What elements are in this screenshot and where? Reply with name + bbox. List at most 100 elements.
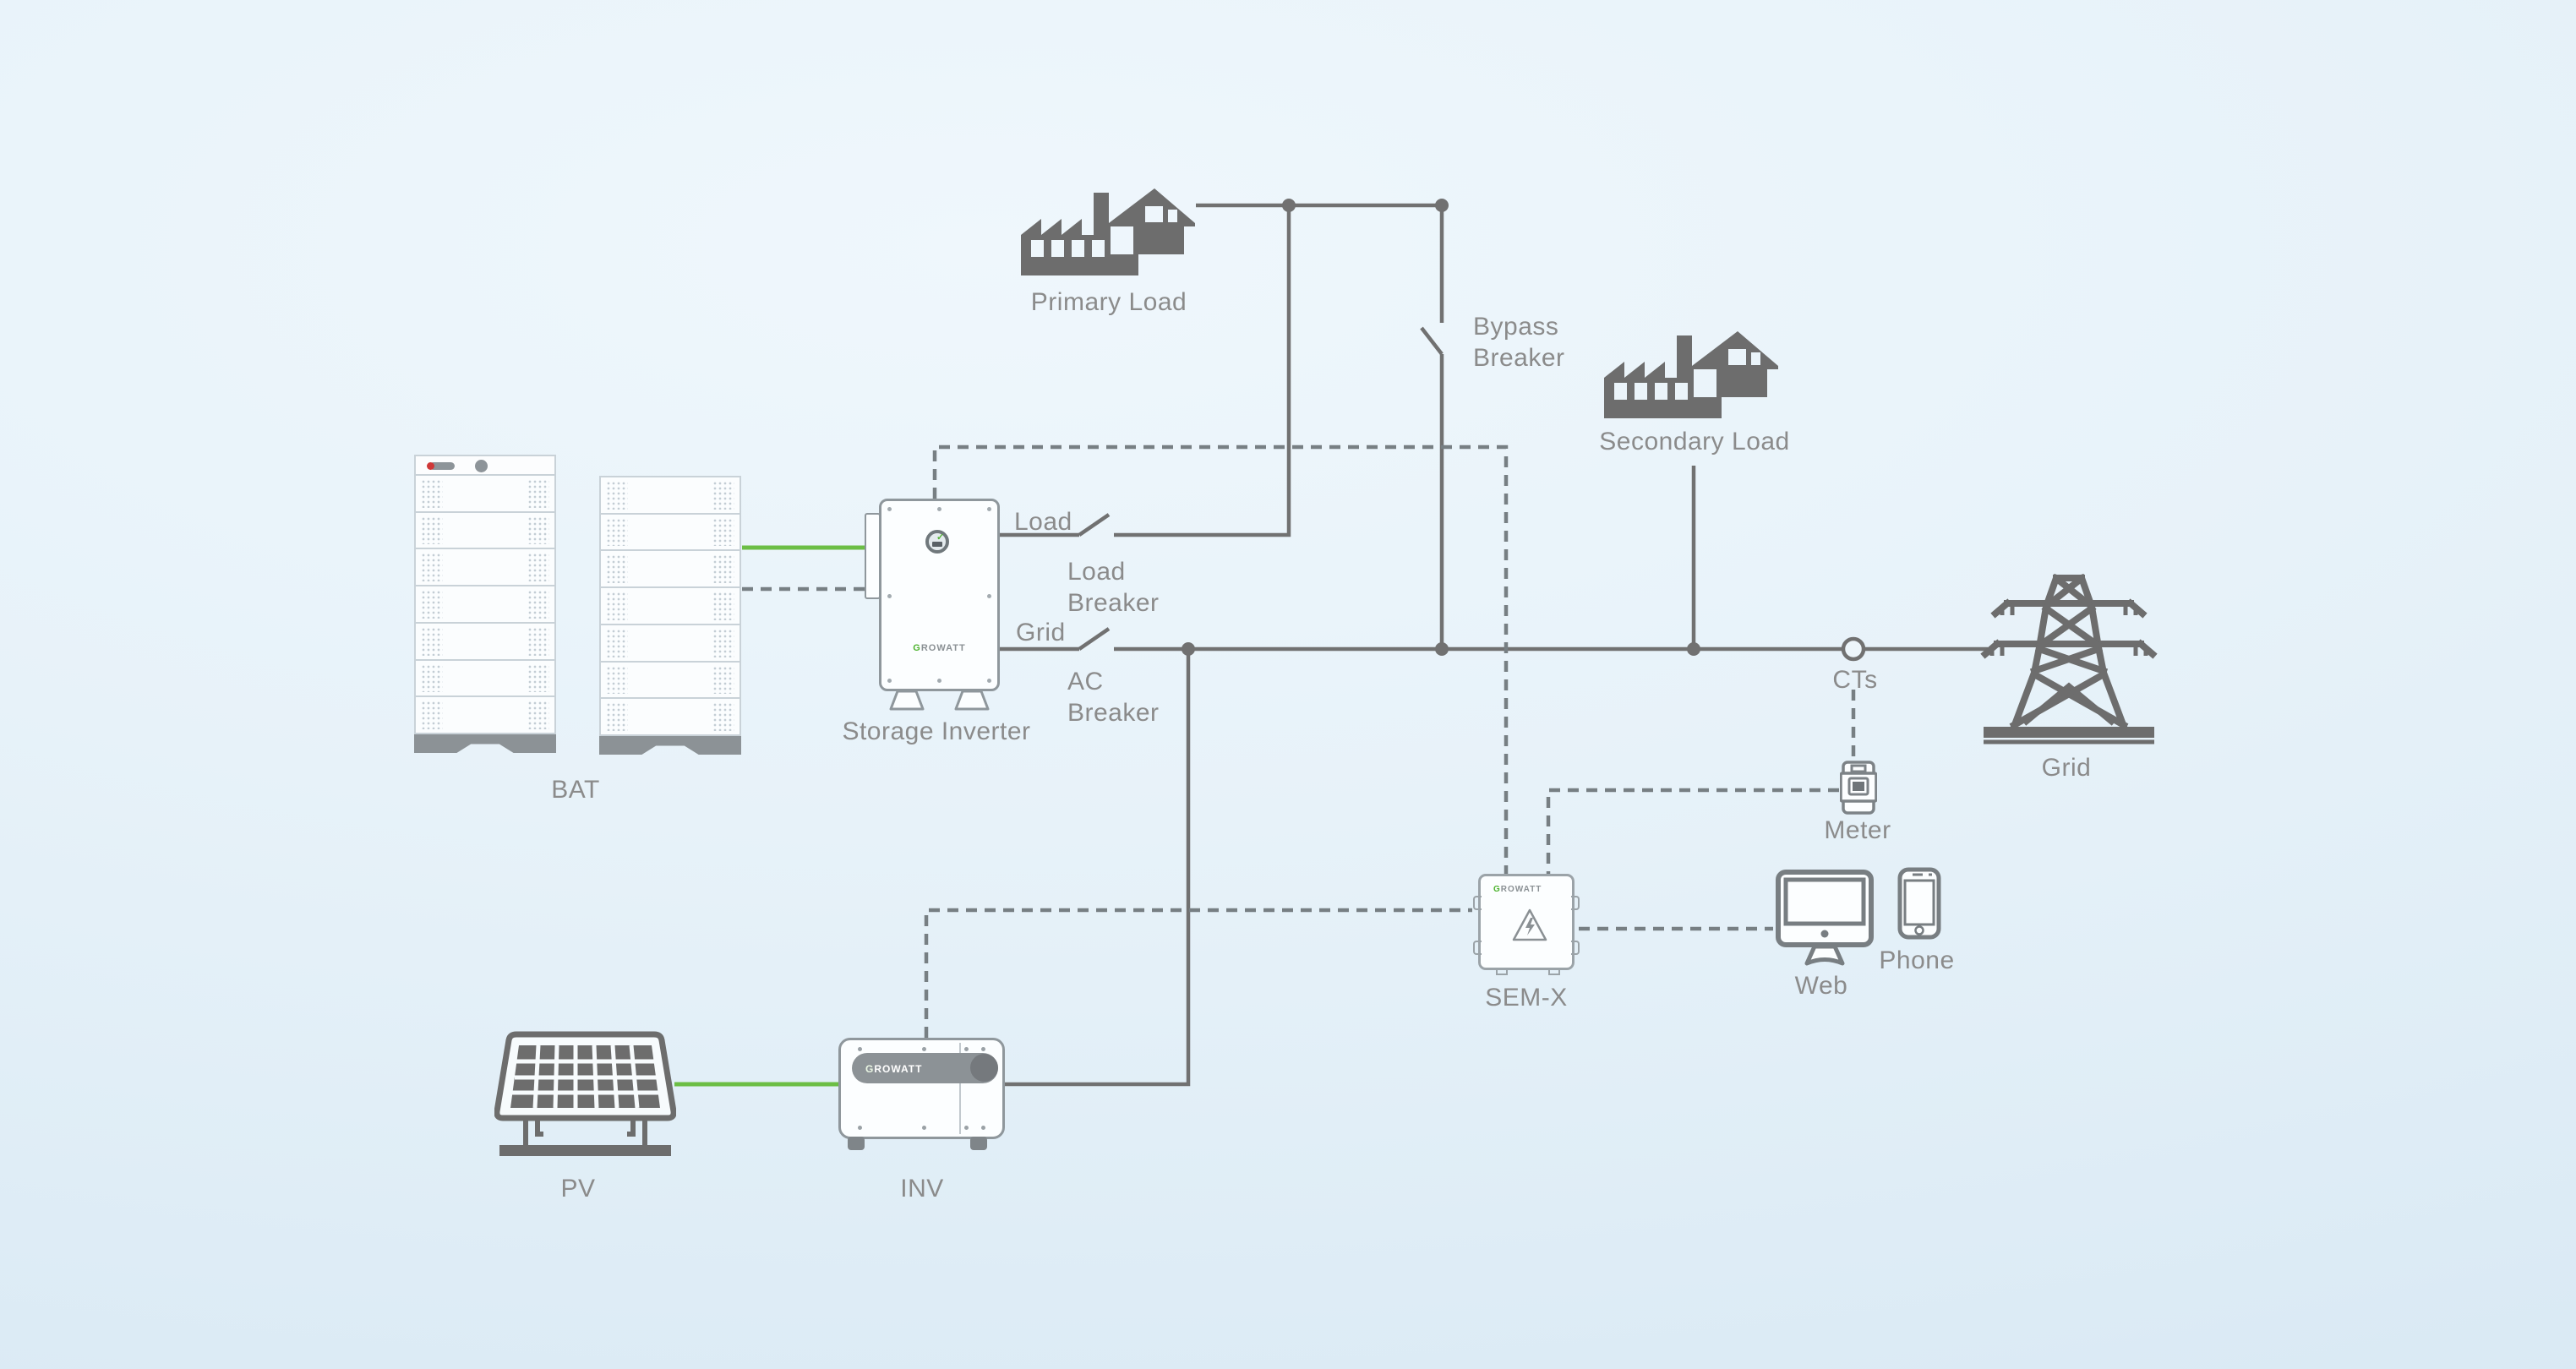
battery-stack (599, 476, 741, 737)
ac-breaker-label: AC Breaker (1067, 668, 1160, 727)
web-label: Web (1794, 972, 1848, 1000)
inv-label: INV (900, 1175, 944, 1203)
pv-inverter-device: GROWATT (838, 1038, 1005, 1150)
meter-label: Meter (1824, 816, 1891, 844)
comm-inverter-semx (932, 445, 1509, 874)
meter-icon (1840, 761, 1877, 815)
junction-dot (1282, 199, 1296, 212)
screw-icon (858, 1126, 862, 1130)
ct-sensor-icon (1841, 636, 1866, 662)
battery-module (414, 697, 556, 735)
phone-label: Phone (1879, 946, 1955, 974)
inv-fan-icon (970, 1054, 998, 1082)
screw-icon (922, 1047, 926, 1051)
display-check-icon: ✓ (936, 532, 945, 543)
growatt-logo: GROWATT (913, 643, 966, 653)
storage-inverter-device: ✓ GROWATT (879, 499, 1000, 691)
storage-inverter-feet (889, 690, 990, 711)
battery-module (414, 476, 556, 513)
junction-dot (1687, 642, 1700, 656)
growatt-logo: GROWATT (865, 1063, 923, 1075)
bypass-breaker-label: Bypass Breaker (1473, 313, 1565, 372)
battery-module (414, 660, 556, 698)
inv-front-band: GROWATT (852, 1053, 998, 1083)
battery-led-indicator (427, 462, 434, 470)
battery-module (599, 662, 741, 700)
screw-icon (887, 594, 892, 598)
wire-load-riser (1114, 205, 1291, 537)
storage-inverter-label: Storage Inverter (842, 717, 1031, 745)
screw-icon (937, 507, 941, 511)
bypass-breaker-blade (1420, 326, 1444, 356)
secondary-load-factory-icon (1604, 331, 1778, 418)
semx-foot (1496, 968, 1508, 975)
primary-load-factory-icon (1021, 188, 1195, 275)
battery-module (599, 588, 741, 625)
junction-dot (1435, 642, 1449, 656)
inv-foot (970, 1137, 987, 1150)
battery-module (599, 477, 741, 515)
web-monitor-icon (1776, 870, 1874, 966)
load-port-label: Load (1014, 508, 1072, 536)
screw-icon (987, 679, 991, 683)
wire-inv-to-grid (1005, 649, 1191, 1087)
screw-icon (922, 1126, 926, 1130)
battery-base (599, 736, 741, 755)
semx-label: SEM-X (1485, 984, 1568, 1012)
inv-foot (848, 1137, 865, 1150)
comm-meter-semx (1546, 788, 1839, 874)
screw-icon (964, 1047, 969, 1051)
mount-tab (1571, 941, 1580, 955)
battery-module (414, 512, 556, 550)
cts-label: CTs (1832, 666, 1878, 694)
comm-inv-semx (924, 908, 1472, 1038)
battery-module (599, 514, 741, 552)
grid-tower-icon (1980, 573, 2158, 744)
load-breaker-blade (1078, 513, 1111, 537)
battery-module (599, 551, 741, 589)
battery-control-module (414, 455, 556, 476)
battery-module (414, 549, 556, 587)
mount-tab (1473, 896, 1482, 910)
semx-foot (1548, 968, 1560, 975)
screw-icon (981, 1126, 985, 1130)
secondary-load-label: Secondary Load (1599, 428, 1790, 455)
inverter-display-icon: ✓ (925, 530, 949, 554)
mount-tab (1571, 896, 1580, 910)
battery-button-icon (475, 460, 488, 472)
warning-triangle-icon (1512, 908, 1547, 941)
screw-icon (858, 1047, 862, 1051)
ac-breaker-blade (1078, 627, 1111, 651)
battery-tower-primary (414, 455, 556, 753)
grid-label: Grid (2041, 754, 2092, 782)
display-screen (932, 542, 942, 547)
battery-stack (414, 476, 556, 735)
inv-panel-seam (959, 1043, 961, 1134)
screw-icon (887, 507, 892, 511)
screw-icon (887, 679, 892, 683)
battery-module (414, 623, 556, 661)
bat-label: BAT (551, 776, 600, 804)
mount-tab (1473, 941, 1482, 955)
battery-module (599, 699, 741, 737)
junction-dot (1182, 642, 1195, 656)
battery-base (414, 734, 556, 753)
growatt-logo: GROWATT (1493, 885, 1542, 894)
pv-panel-icon (494, 1031, 676, 1156)
grid-port-label: Grid (1016, 619, 1066, 646)
screw-icon (964, 1126, 969, 1130)
screw-icon (987, 507, 991, 511)
phone-icon (1897, 867, 1941, 940)
pv-label: PV (560, 1175, 596, 1203)
screw-icon (981, 1047, 985, 1051)
battery-module (414, 586, 556, 624)
battery-switch-icon (427, 462, 455, 470)
junction-dot (1435, 199, 1449, 212)
load-breaker-label: Load Breaker (1067, 558, 1160, 617)
battery-module (599, 625, 741, 663)
screw-icon (987, 594, 991, 598)
screw-icon (937, 679, 941, 683)
battery-tower-secondary (599, 476, 741, 755)
